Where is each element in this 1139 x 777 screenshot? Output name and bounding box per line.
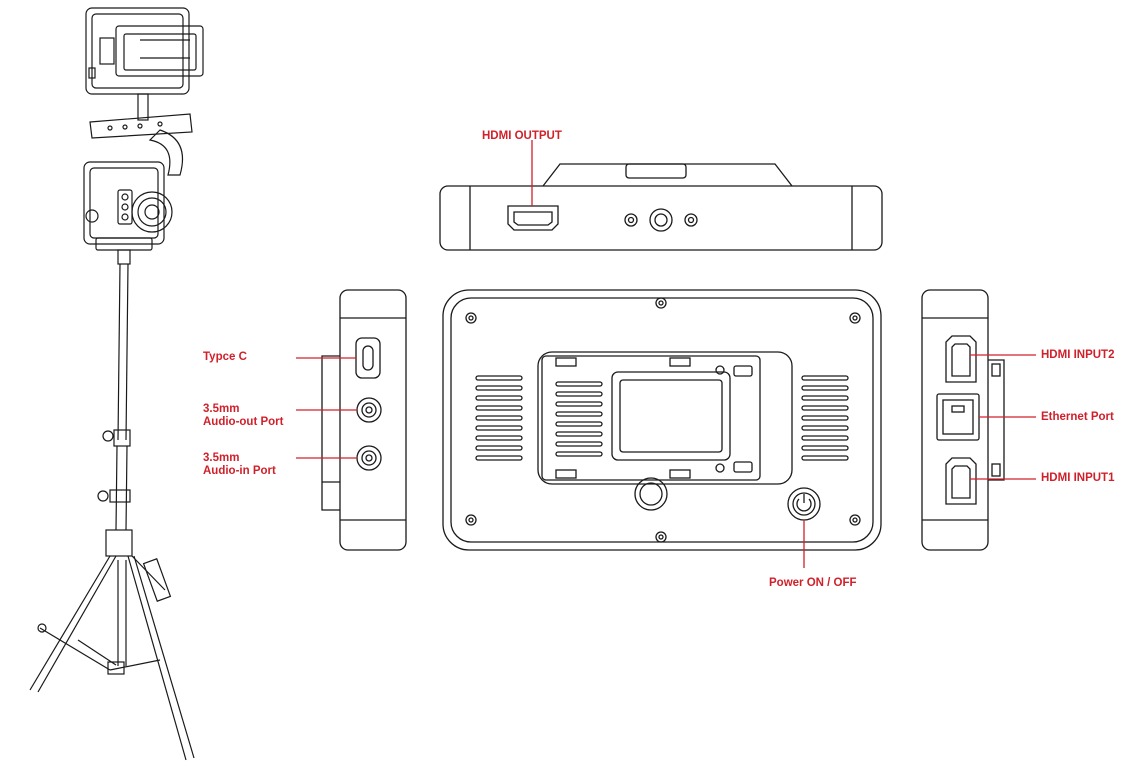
label-hdmi-output: HDMI OUTPUT xyxy=(482,130,562,142)
top-view xyxy=(439,163,883,251)
typec-port xyxy=(355,337,381,379)
vents-center xyxy=(555,381,603,457)
left-side-view xyxy=(321,289,407,551)
label-audio-in: 3.5mm Audio-in Port xyxy=(203,452,276,477)
tripod-rig-illustration xyxy=(29,7,204,761)
label-ethernet: Ethernet Port xyxy=(1041,411,1114,423)
hdmi-output-port xyxy=(507,205,559,231)
label-audio-out: 3.5mm Audio-out Port xyxy=(203,403,284,428)
hdmi-input2-port xyxy=(945,335,977,383)
callout-lines xyxy=(296,140,1036,568)
vents-left xyxy=(475,375,523,461)
hdmi-input1-port xyxy=(945,457,977,505)
right-side-view xyxy=(921,289,1005,551)
label-typec: Typce C xyxy=(203,351,247,363)
audio-out-port xyxy=(356,397,382,423)
label-hdmi-input2: HDMI INPUT2 xyxy=(1041,349,1115,361)
back-view xyxy=(442,289,882,551)
audio-in-port xyxy=(356,445,382,471)
vents-right xyxy=(801,375,849,461)
label-hdmi-input1: HDMI INPUT1 xyxy=(1041,472,1115,484)
label-power: Power ON / OFF xyxy=(769,577,857,589)
